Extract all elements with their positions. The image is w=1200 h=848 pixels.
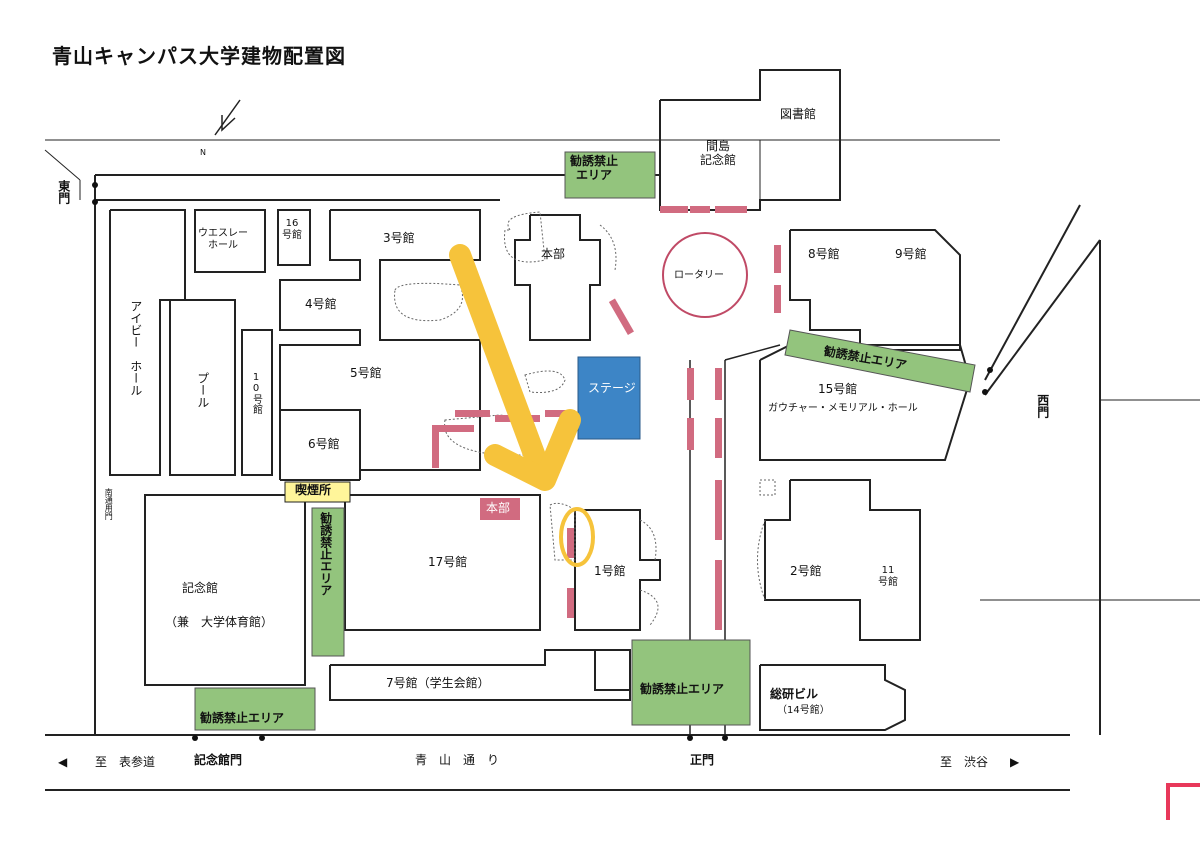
label-building-5: 5号館 (350, 366, 382, 380)
label-building-4: 4号館 (305, 297, 337, 311)
label-south-service-gate: 南通用門 (104, 488, 114, 520)
kanyu-zone-top (564, 151, 656, 199)
building-10 (241, 329, 273, 476)
honbu-tent-box (480, 498, 520, 520)
label-building-11: 11 号館 (878, 565, 898, 588)
label-building-3: 3号館 (383, 231, 415, 245)
label-building-6: 6号館 (308, 437, 340, 451)
kinenkan-building (144, 494, 306, 686)
corner-mark (1166, 783, 1200, 820)
label-to-shibuya: 至 渋谷 (940, 755, 989, 769)
pool-building (169, 299, 236, 476)
label-west-gate: 西門 (1035, 394, 1050, 418)
tent-segments (432, 206, 781, 630)
label-building-1: 1号館 (594, 564, 626, 578)
building-16 (277, 209, 311, 266)
map-title: 青山キャンパス大学建物配置図 (52, 44, 346, 68)
kanyu-zone-left-vertical (311, 507, 345, 657)
left-arrow: ◀ (58, 755, 68, 769)
north-label: N (200, 148, 206, 157)
building-17 (344, 494, 541, 631)
kanyu-zone-bottom-center (631, 639, 751, 726)
label-kanyu-top: 勧誘禁止 エリア (570, 154, 619, 182)
north-arrow (214, 99, 241, 136)
label-honbu-tent: 本部 (486, 501, 511, 515)
label-building-7: 7号館（学生会館） (386, 676, 490, 690)
ivy-hall-building (109, 209, 186, 476)
label-to-omotesando: 至 表参道 (95, 755, 156, 769)
label-honbu: 本部 (541, 247, 566, 261)
label-building-9: 9号館 (895, 247, 927, 261)
label-building-8: 8号館 (808, 247, 840, 261)
label-main-gate: 正門 (690, 753, 715, 767)
label-gaucher: ガウチャー・メモリアル・ホール (768, 403, 918, 414)
label-building-2: 2号館 (790, 564, 822, 578)
label-kanyu-bottom-center: 勧誘禁止エリア (640, 682, 725, 696)
label-soken: 総研ビル (770, 687, 819, 701)
label-stage: ステージ (588, 381, 636, 395)
label-pool: プール (195, 372, 210, 408)
label-smoking: 喫煙所 (295, 483, 332, 497)
smoking-area-box (284, 481, 351, 503)
building-2-11 (764, 479, 921, 641)
label-kinenkan-gate: 記念館門 (194, 753, 243, 767)
yellow-circle-highlight (559, 507, 595, 567)
label-soken-sub: （14号館） (777, 705, 830, 716)
label-toshokan: 図書館 (780, 107, 817, 121)
kanyu-zone-bottom-left (194, 687, 316, 731)
label-kinenkan-sub: （兼 大学体育館） (165, 615, 274, 629)
label-kinenkan: 記念館 (182, 581, 219, 595)
building-8-9 (789, 229, 961, 351)
label-rotary: ロータリー (674, 270, 724, 281)
wesley-hall-building (194, 209, 266, 273)
label-building-16: 16 号館 (282, 218, 302, 241)
building-1 (574, 509, 661, 631)
tree-area-2 (444, 414, 541, 456)
label-building-10: 10号館 (250, 372, 262, 414)
label-building-15: 15号館 (818, 382, 858, 396)
right-arrow: ▶ (1010, 755, 1020, 769)
label-ivy-hall: アイビー ホール (128, 300, 143, 396)
yellow-arrow-annotation (449, 244, 581, 491)
west-road-edge-2 (984, 239, 1101, 396)
building-7 (329, 649, 631, 701)
rotary-circle (662, 232, 748, 318)
honbu-building (514, 214, 601, 341)
label-building-17: 17号館 (428, 555, 468, 569)
stage-area (577, 356, 641, 440)
label-kanyu-bottom-left: 勧誘禁止エリア (200, 711, 285, 725)
soken-building (759, 664, 906, 731)
label-majima: 間島 記念館 (700, 139, 737, 167)
kanyu-zone-right (784, 329, 976, 393)
label-kanyu-left-vertical: 勧誘禁止エリア (318, 512, 333, 596)
tree-area-1 (394, 282, 463, 322)
west-road-edge-1 (984, 204, 1081, 381)
label-east-gate: 東門 (56, 180, 71, 204)
label-aoyama-dori: 青 山 通 り (415, 753, 500, 767)
label-wesley: ウエスレー ホール (198, 228, 248, 251)
